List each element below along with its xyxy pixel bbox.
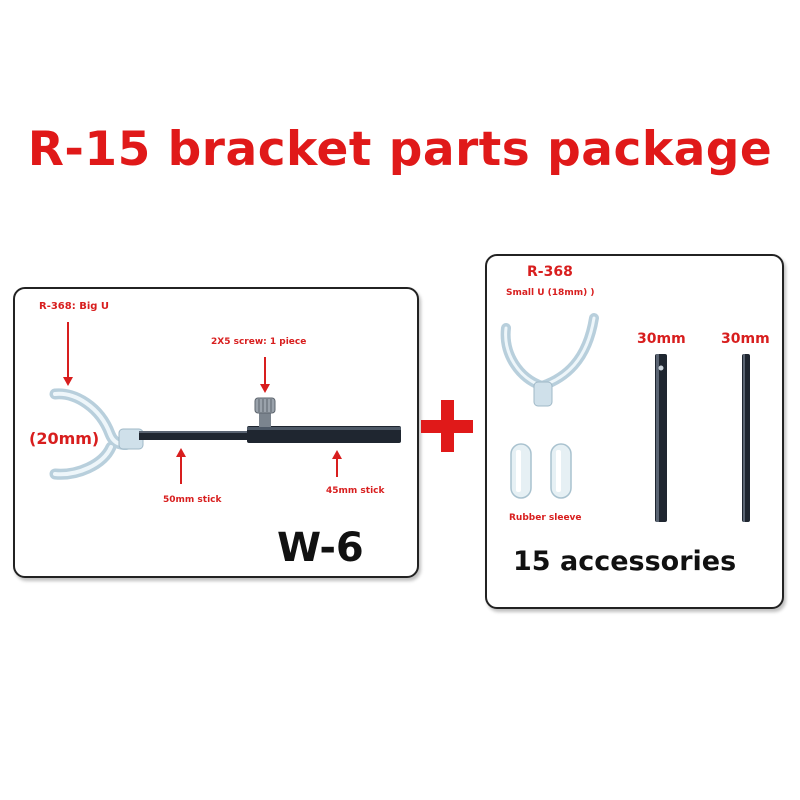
rod-30mm-thin [742, 354, 750, 522]
w6-kit-panel: R-368: Big U (20mm) 2X5 screw: 1 piece 5… [13, 287, 419, 578]
accessories-illustration [500, 313, 750, 522]
model-label: W-6 [277, 525, 364, 571]
stick-50-label: 50mm stick [163, 495, 222, 505]
small-u-fork [500, 313, 599, 407]
rubber-sleeve [550, 443, 572, 499]
arrow-up-icon [332, 450, 342, 477]
accessories-caption: 15 accessories [513, 546, 737, 577]
rod-30mm-thick [655, 354, 667, 522]
screw-label: 2X5 screw: 1 piece [211, 337, 307, 347]
stick-50mm [139, 431, 251, 440]
arrow-up-icon [176, 448, 186, 484]
big-u-label: R-368: Big U [39, 301, 110, 312]
arrow-down-icon [63, 322, 73, 386]
rubber-sleeve [510, 443, 532, 499]
part-code: R-368 [527, 264, 573, 280]
stick-45-label: 45mm stick [326, 486, 385, 496]
rod-2-label: 30mm [721, 331, 770, 347]
big-u-fork [49, 388, 144, 480]
w6-assembly-illustration [49, 322, 401, 484]
sleeve-label: Rubber sleeve [509, 513, 582, 523]
small-u-label: Small U (18mm) ) [506, 288, 595, 298]
rod-1-label: 30mm [637, 331, 686, 347]
arrow-down-icon [260, 357, 270, 393]
stick-45mm [247, 426, 401, 443]
page-title: R-15 bracket parts package [27, 122, 773, 177]
screw-knob [254, 397, 276, 427]
size-label: (20mm) [29, 429, 100, 448]
accessories-panel: R-368 Small U (18mm) ) 30mm 30mm Rubber … [485, 254, 784, 609]
